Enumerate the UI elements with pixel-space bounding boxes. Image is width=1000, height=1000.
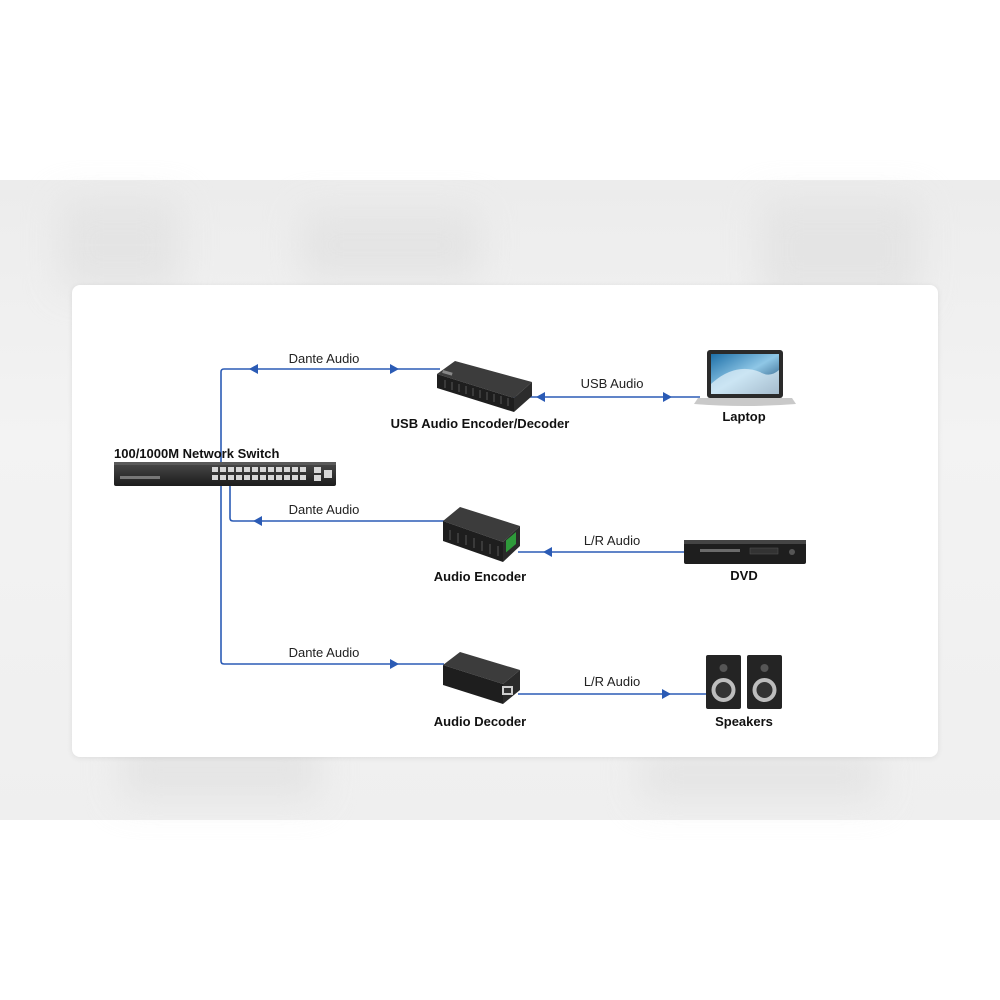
link-label-dante-audio: Dante Audio [289, 502, 360, 517]
speakers-label: Speakers [715, 714, 773, 729]
speakers-device [706, 655, 782, 709]
dvd-device [684, 540, 806, 564]
audio-decoder-device [443, 652, 520, 704]
usb-device-label: USB Audio Encoder/Decoder [391, 416, 570, 431]
arrow-right [390, 364, 399, 374]
link-switch-to-usb [220, 368, 440, 462]
link-label-lr-audio: L/R Audio [584, 674, 640, 689]
audio-encoder-device [443, 507, 520, 562]
arrow-left [249, 364, 258, 374]
arrow-right [662, 689, 671, 699]
link-label-lr-audio: L/R Audio [584, 533, 640, 548]
audio-decoder-label: Audio Decoder [434, 714, 526, 729]
arrow-right [390, 659, 399, 669]
arrowheads [249, 364, 672, 699]
network-switch-device [114, 462, 336, 486]
link-label-usb-audio: USB Audio [581, 376, 644, 391]
arrow-left [536, 392, 545, 402]
switch-label: 100/1000M Network Switch [114, 446, 280, 461]
link-label-dante-audio: Dante Audio [289, 645, 360, 660]
laptop-label: Laptop [722, 409, 765, 424]
audio-encoder-label: Audio Encoder [434, 569, 526, 584]
dvd-label: DVD [730, 568, 757, 583]
arrow-left [543, 547, 552, 557]
link-switch-to-encoder [229, 482, 444, 522]
usb-audio-encoder-decoder-device [437, 361, 532, 412]
laptop-device [694, 350, 796, 406]
link-label-dante-audio: Dante Audio [289, 351, 360, 366]
arrow-right [663, 392, 672, 402]
link-switch-to-decoder [220, 482, 444, 665]
arrow-left [253, 516, 262, 526]
